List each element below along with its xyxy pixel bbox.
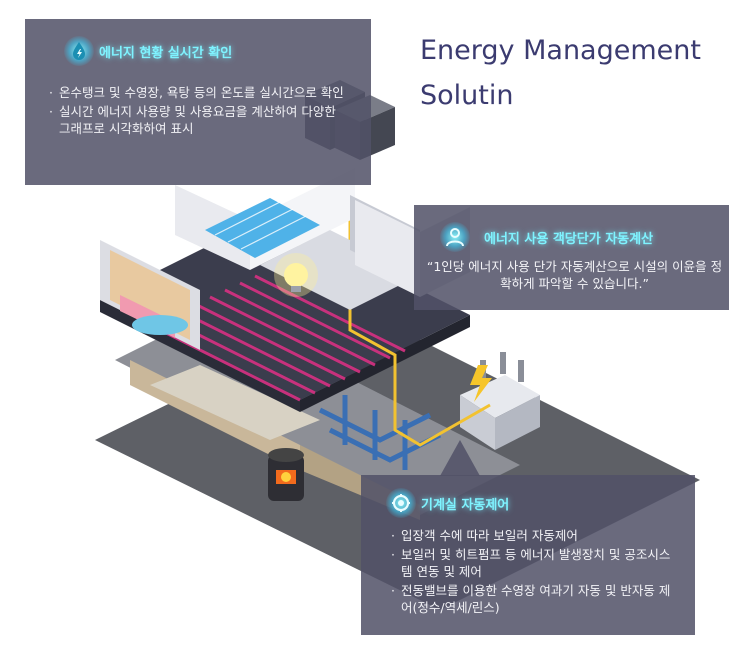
lobby-area: [260, 230, 420, 310]
unit-cost-panel-title: 에너지 사용 객당단가 자동계산: [484, 232, 654, 247]
floor-heating-pipes: [149, 274, 406, 402]
water-drop-icon: [64, 36, 94, 66]
list-item: 보일러 및 히트펌프 등 에너지 발생장치 및 공조시스템 연동 및 제어: [391, 546, 681, 580]
machine-room-panel-title: 기계실 자동제어: [421, 498, 510, 513]
unit-cost-quote: “1인당 에너지 사용 단가 자동계산으로 시설의 이윤을 정확하게 파악할 수…: [426, 259, 723, 291]
unit-cost-panel: [414, 205, 729, 310]
swimming-pool: [205, 198, 320, 258]
boiler-unit: [268, 448, 304, 501]
list-item: 온수탱크 및 수영장, 욕탕 등의 온도를 실시간으로 확인: [49, 84, 349, 101]
list-item: 입장객 수에 따라 보일러 자동제어: [391, 527, 681, 544]
machine-room-panel: 기계실 자동제어 입장객 수에 따라 보일러 자동제어 보일러 및 히트펌프 등…: [361, 475, 695, 635]
brand-title: Energy Management Solutin: [420, 35, 701, 111]
realtime-energy-panel: 에너지 현황 실시간 확인 온수탱크 및 수영장, 욕탕 등의 온도를 실시간으…: [25, 19, 371, 185]
light-bulb-icon: [274, 253, 318, 297]
right-wing: [355, 200, 420, 297]
callout-pointer: [440, 440, 480, 476]
transformer-unit: [460, 352, 540, 450]
gear-cycle-icon: [386, 488, 416, 518]
realtime-bullet-list: 온수탱크 및 수영장, 욕탕 등의 온도를 실시간으로 확인 실시간 에너지 사…: [49, 84, 349, 139]
list-item: 실시간 에너지 사용량 및 사용요금을 계산하여 다양한 그래프로 시각화하여 …: [49, 103, 349, 137]
lightning-icon: [470, 365, 492, 402]
person-icon: [440, 222, 470, 252]
machine-room-bullet-list: 입장객 수에 따라 보일러 자동제어 보일러 및 히트펌프 등 에너지 발생장치…: [391, 527, 681, 618]
list-item: 전동밸브를 이용한 수영장 여과기 자동 및 반자동 제어(정수/역세/린스): [391, 582, 681, 616]
realtime-panel-title: 에너지 현황 실시간 확인: [99, 46, 233, 61]
upper-floor-slab: [100, 215, 470, 400]
